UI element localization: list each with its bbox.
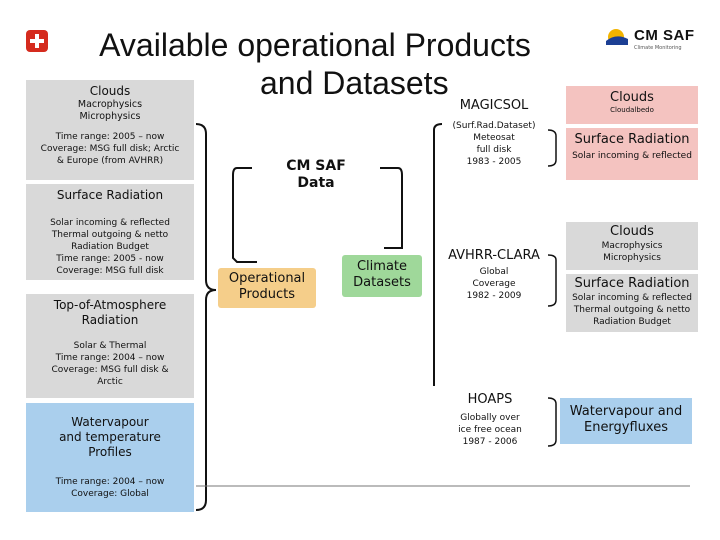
magicsol-brace <box>547 129 557 167</box>
surface-radiation-line: Radiation Budget <box>71 242 149 252</box>
hoaps-line: 1987 - 2006 <box>462 437 518 447</box>
clouds-line: Macrophysics <box>77 99 143 110</box>
logo-subtext: Climate Monitoring <box>634 45 682 51</box>
clara-line: Global <box>479 267 509 277</box>
magicsol-line: Meteosat <box>473 133 515 143</box>
toa-line: Time range: 2004 – now <box>55 353 165 363</box>
hoaps-brace <box>547 397 557 447</box>
watervapour-heading: Watervapour <box>71 415 149 429</box>
clouds-albedo-heading: Clouds <box>610 90 654 105</box>
cmsaf-data-line: CM SAF <box>286 158 346 174</box>
watervapour-energy-line: Watervapour and <box>569 404 683 419</box>
operational-products-node: Operational Products <box>218 268 316 308</box>
surface-radiation-full-box: Surface Radiation Solar incoming & refle… <box>566 274 698 332</box>
clouds-info: & Europe (from AVHRR) <box>56 156 164 166</box>
title-line-1: Available operational Products <box>99 27 531 63</box>
watervapour-line: Time range: 2004 – now <box>55 477 165 487</box>
watervapour-line: Coverage: Global <box>71 489 149 499</box>
magicsol-name: MAGICSOL <box>459 98 529 113</box>
surface-radiation-box: Surface Radiation Solar incoming & refle… <box>26 184 194 280</box>
toa-heading: Top-of-Atmosphere <box>53 298 167 312</box>
magicsol-line: 1983 - 2005 <box>466 157 522 167</box>
magicsol-line: full disk <box>476 145 512 155</box>
datasets-brace <box>433 123 443 386</box>
watervapour-box: Watervapour and temperature Profiles Tim… <box>26 403 194 512</box>
toa-line: Arctic <box>97 377 123 387</box>
climate-line: Datasets <box>353 275 411 290</box>
clouds-macro-line: Macrophysics <box>601 241 663 251</box>
surface-radiation-line: Solar incoming & reflected <box>50 218 170 228</box>
operational-line: Products <box>238 287 296 302</box>
clouds-albedo-sub: Cloudalbedo <box>610 106 654 114</box>
surface-radiation-line: Time range: 2005 - now <box>56 254 164 264</box>
clouds-info: Coverage: MSG full disk; Arctic <box>40 144 180 154</box>
surface-radiation-line: Coverage: MSG full disk <box>56 266 164 276</box>
climate-datasets-node: Climate Datasets <box>342 255 422 297</box>
toa-radiation-box: Top-of-Atmosphere Radiation Solar & Ther… <box>26 294 194 398</box>
magicsol-dataset: MAGICSOL (Surf.Rad.Dataset) Meteosat ful… <box>440 98 548 168</box>
hoaps-line: Globally over <box>460 413 520 423</box>
clouds-line: Microphysics <box>79 111 141 122</box>
clouds-macro-micro-box: Clouds Macrophysics Microphysics <box>566 222 698 270</box>
title-line-2: and Datasets <box>260 65 449 101</box>
clouds-heading: Clouds <box>89 84 131 98</box>
watervapour-heading: and temperature <box>59 430 161 444</box>
surface-radiation-full-heading: Surface Radiation <box>574 276 690 291</box>
clouds-cloudalbedo-box: Clouds Cloudalbedo <box>566 86 698 124</box>
climate-line: Climate <box>356 259 408 274</box>
surface-radiation-full-line: Radiation Budget <box>593 317 671 327</box>
clouds-info: Time range: 2005 – now <box>55 132 165 142</box>
surface-radiation-heading: Surface Radiation <box>56 188 164 202</box>
watervapour-energyfluxes-box: Watervapour and Energyfluxes <box>560 398 692 444</box>
hoaps-dataset: HOAPS Globally over ice free ocean 1987 … <box>440 392 540 448</box>
swiss-flag-icon <box>26 30 48 52</box>
hoaps-name: HOAPS <box>467 392 513 407</box>
clara-dataset: AVHRR-CLARA Global Coverage 1982 - 2009 <box>440 248 548 302</box>
clouds-macro-line: Microphysics <box>603 253 661 263</box>
clara-line: Coverage <box>472 279 516 289</box>
toa-line: Coverage: MSG full disk & <box>51 365 169 375</box>
surface-radiation-line: Thermal outgoing & netto <box>51 230 169 240</box>
clara-name: AVHRR-CLARA <box>448 248 540 263</box>
clara-line: 1982 - 2009 <box>466 291 522 301</box>
surface-radiation-full-line: Solar incoming & reflected <box>572 293 692 303</box>
surface-radiation-full-line: Thermal outgoing & netto <box>573 305 691 315</box>
clouds-box: Clouds Macrophysics Microphysics Time ra… <box>26 80 194 180</box>
cmsaf-logo: CM SAF Climate Monitoring <box>604 25 714 55</box>
surface-radiation-solar-box: Surface Radiation Solar incoming & refle… <box>566 128 698 180</box>
watervapour-energy-line: Energyfluxes <box>583 420 668 435</box>
operational-line: Operational <box>228 271 306 286</box>
watervapour-heading: Profiles <box>88 445 132 459</box>
logo-text: CM SAF <box>634 27 695 44</box>
cmsaf-data-node: CM SAF Data <box>258 158 374 204</box>
toa-heading: Radiation <box>81 313 139 327</box>
surface-radiation-solar-heading: Surface Radiation <box>574 132 690 147</box>
clouds-macro-heading: Clouds <box>610 224 654 239</box>
cmsaf-data-line: Data <box>297 175 335 191</box>
hoaps-line: ice free ocean <box>458 425 522 435</box>
magicsol-line: (Surf.Rad.Dataset) <box>452 121 536 131</box>
sun-logo-icon <box>606 29 628 45</box>
cmsaf-left-link <box>232 167 257 263</box>
left-column: Clouds Macrophysics Microphysics Time ra… <box>26 80 194 512</box>
page-title: Available operational Products and Datas… <box>70 26 560 102</box>
cmsaf-right-link <box>380 167 403 249</box>
clara-brace <box>547 254 557 307</box>
surface-radiation-solar-sub: Solar incoming & reflected <box>572 151 692 161</box>
toa-line: Solar & Thermal <box>73 341 147 351</box>
left-brace <box>195 123 217 511</box>
